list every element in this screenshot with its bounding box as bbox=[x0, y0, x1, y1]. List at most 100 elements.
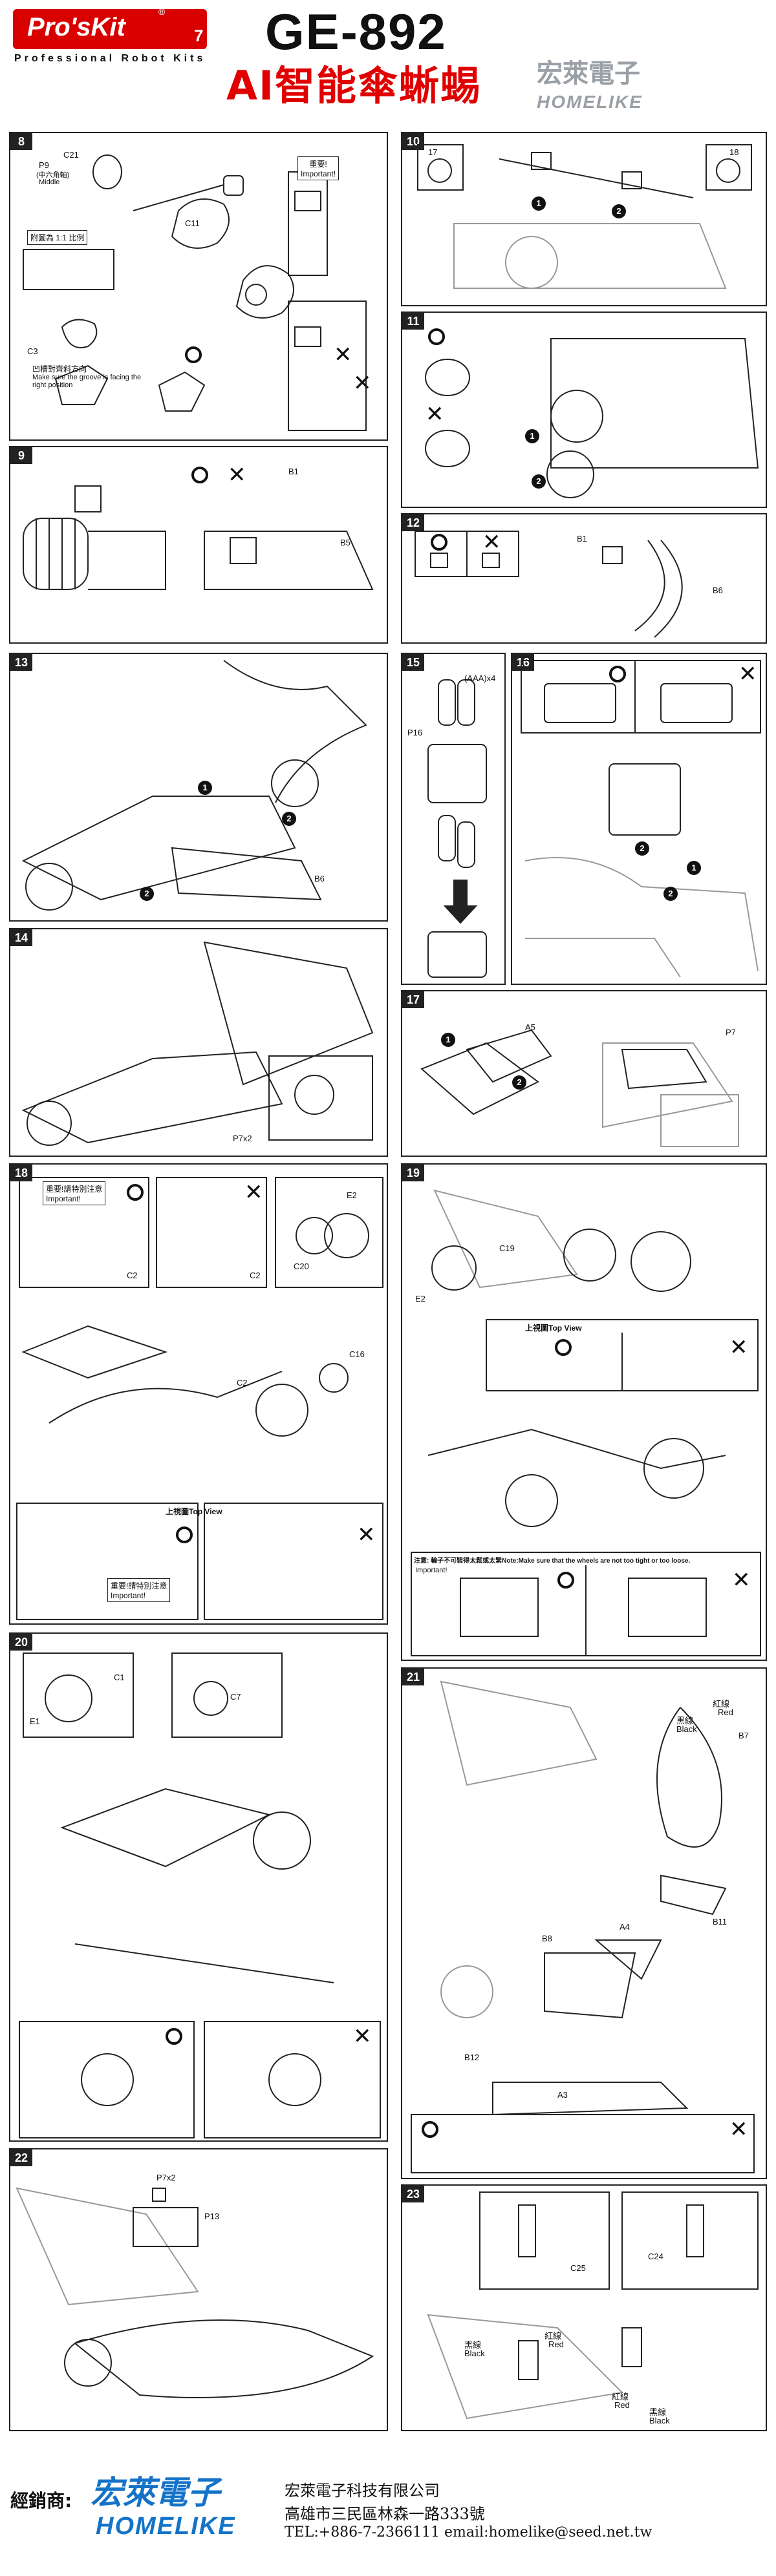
label-b6: B6 bbox=[713, 586, 723, 595]
groove-note-en: Make sure the groove is facing the right… bbox=[32, 374, 142, 389]
label-a4: A4 bbox=[620, 1922, 630, 1932]
step-number: 21 bbox=[402, 1669, 424, 1685]
step-13-panel: 13 1 2 2 B6 bbox=[9, 653, 388, 922]
step-number: 11 bbox=[402, 313, 424, 330]
label-b7: B7 bbox=[738, 1731, 749, 1740]
step-9-illustration bbox=[23, 485, 374, 590]
callout-1: 1 bbox=[198, 781, 212, 795]
proskit-logo bbox=[13, 9, 207, 49]
label-black: Black bbox=[676, 1724, 697, 1734]
label-p7: P7 bbox=[726, 1028, 736, 1037]
correct-mark-icon bbox=[185, 346, 202, 363]
label-aaa: (AAA)x4 bbox=[464, 673, 496, 683]
correct-mark-icon bbox=[555, 1339, 572, 1356]
top-view-label: 上視圖Top View bbox=[525, 1324, 582, 1333]
important-en: Important! bbox=[301, 169, 336, 178]
step-21-illustration bbox=[411, 1680, 755, 2173]
callout-2: 2 bbox=[282, 812, 296, 826]
step-18-panel: 18 重要!請特別注意 Important! ✕ C2 C2 E2 C20 C2… bbox=[9, 1163, 388, 1625]
label-18: 18 bbox=[729, 147, 739, 157]
label-e2: E2 bbox=[347, 1190, 357, 1200]
step-15-panel: 15 (AAA)x4 P16 bbox=[401, 653, 506, 985]
step-16-illustration bbox=[521, 660, 761, 978]
step-10-panel: 10 17 18 1 2 bbox=[401, 132, 767, 306]
label-middle: Middle bbox=[39, 178, 60, 186]
label-17: 17 bbox=[428, 147, 438, 157]
step-number: 19 bbox=[402, 1165, 424, 1181]
step-22-panel: 22 P7x2 P13 bbox=[9, 2148, 388, 2431]
step-number: 20 bbox=[10, 1634, 32, 1651]
callout-2: 2 bbox=[532, 474, 546, 489]
wrong-mark-icon: ✕ bbox=[334, 343, 352, 367]
step-number: 23 bbox=[402, 2186, 424, 2202]
step-21-panel: 21 紅線 Red 黑線 Black B7 B11 B8 A4 B12 A3 ✕ bbox=[401, 1667, 767, 2179]
step-number: 8 bbox=[10, 133, 32, 150]
wrong-mark-icon: ✕ bbox=[729, 1335, 748, 1360]
step-11-panel: 11 ✕ 1 2 bbox=[401, 311, 767, 508]
page-title: AI智能傘蜥蜴 bbox=[226, 62, 482, 109]
label-c2-a: C2 bbox=[127, 1271, 138, 1280]
groove-note-cn: 凹槽對齊斜方向 bbox=[32, 364, 87, 374]
correct-mark-icon-2 bbox=[557, 1572, 574, 1589]
step-number: 18 bbox=[10, 1165, 32, 1181]
label-p9: P9 bbox=[39, 160, 49, 170]
step-15-illustration bbox=[427, 679, 487, 978]
brand-cn: 宏萊電子 bbox=[537, 59, 640, 89]
wrong-mark-icon: ✕ bbox=[482, 530, 501, 554]
label-black: Black bbox=[464, 2349, 485, 2358]
step-12-illustration bbox=[415, 531, 683, 638]
step-number: 13 bbox=[10, 654, 32, 671]
important-note-2: 重要!請特別注意 Important! bbox=[107, 1578, 171, 1602]
label-middle-cn: (中六角軸) bbox=[36, 171, 70, 179]
step-20-panel: 20 C1 C7 E1 ✕ bbox=[9, 1632, 388, 2142]
step-number: 10 bbox=[402, 133, 424, 150]
label-red2: Red bbox=[614, 2400, 630, 2410]
step-number: 16 bbox=[512, 654, 534, 671]
label-c25: C25 bbox=[570, 2263, 586, 2273]
company-name: 宏萊電子科技有限公司 bbox=[285, 2482, 440, 2500]
label-b8: B8 bbox=[542, 1934, 552, 1943]
step-8-panel: 8 C21 P9 (中六角軸) Middle C11 重要! Important… bbox=[9, 132, 388, 441]
wrong-mark-icon: ✕ bbox=[353, 2024, 372, 2049]
callout-2: 2 bbox=[635, 841, 649, 856]
label-c7: C7 bbox=[230, 1692, 241, 1702]
step-19-illustration bbox=[411, 1189, 761, 1656]
label-e1: E1 bbox=[30, 1716, 40, 1726]
label-a5: A5 bbox=[525, 1022, 535, 1032]
tagline: Professional Robot Kits bbox=[14, 53, 206, 64]
callout-1: 1 bbox=[441, 1033, 455, 1047]
step-16-panel: 16 ✕ 2 1 2 bbox=[511, 653, 767, 985]
correct-mark-icon bbox=[422, 2121, 438, 2138]
step-number: 17 bbox=[402, 991, 424, 1008]
wrong-mark-icon-2: ✕ bbox=[353, 371, 372, 396]
label-c21: C21 bbox=[63, 150, 79, 160]
label-e2: E2 bbox=[415, 1294, 426, 1304]
label-red: Red bbox=[718, 1707, 733, 1717]
correct-mark-icon bbox=[191, 467, 208, 483]
model-number: GE-892 bbox=[265, 3, 447, 60]
step-17-illustration bbox=[420, 1029, 739, 1147]
label-c19: C19 bbox=[499, 1243, 515, 1253]
wrong-mark-icon: ✕ bbox=[244, 1180, 263, 1205]
wrong-mark-icon: ✕ bbox=[738, 662, 757, 686]
step-9-panel: 9 ✕ B1 B5 bbox=[9, 446, 388, 644]
callout-2: 2 bbox=[612, 204, 626, 218]
label-c24: C24 bbox=[648, 2252, 663, 2261]
label-c1: C1 bbox=[114, 1673, 125, 1682]
correct-mark-icon bbox=[428, 328, 445, 345]
label-c11: C11 bbox=[185, 218, 200, 228]
callout-2b: 2 bbox=[140, 887, 154, 901]
wrong-mark-icon-2: ✕ bbox=[732, 1568, 751, 1592]
label-red2-cn: 紅線 bbox=[612, 2392, 629, 2402]
step-23-panel: 23 C25 C24 黑線 Black 紅線 Red 紅線 Red 黑線 Bla… bbox=[401, 2184, 767, 2431]
label-p13: P13 bbox=[204, 2212, 220, 2221]
important-note: 重要! Important! bbox=[297, 156, 339, 180]
label-p7x2: P7x2 bbox=[156, 2173, 176, 2182]
correct-mark-icon bbox=[431, 534, 447, 551]
callout-1: 1 bbox=[525, 429, 539, 443]
callout-1: 1 bbox=[532, 196, 546, 211]
correct-mark-icon-2 bbox=[176, 1526, 193, 1543]
important-cn: 重要!請特別注意 bbox=[46, 1185, 103, 1194]
label-c20: C20 bbox=[294, 1262, 309, 1271]
label-red: Red bbox=[548, 2339, 564, 2349]
